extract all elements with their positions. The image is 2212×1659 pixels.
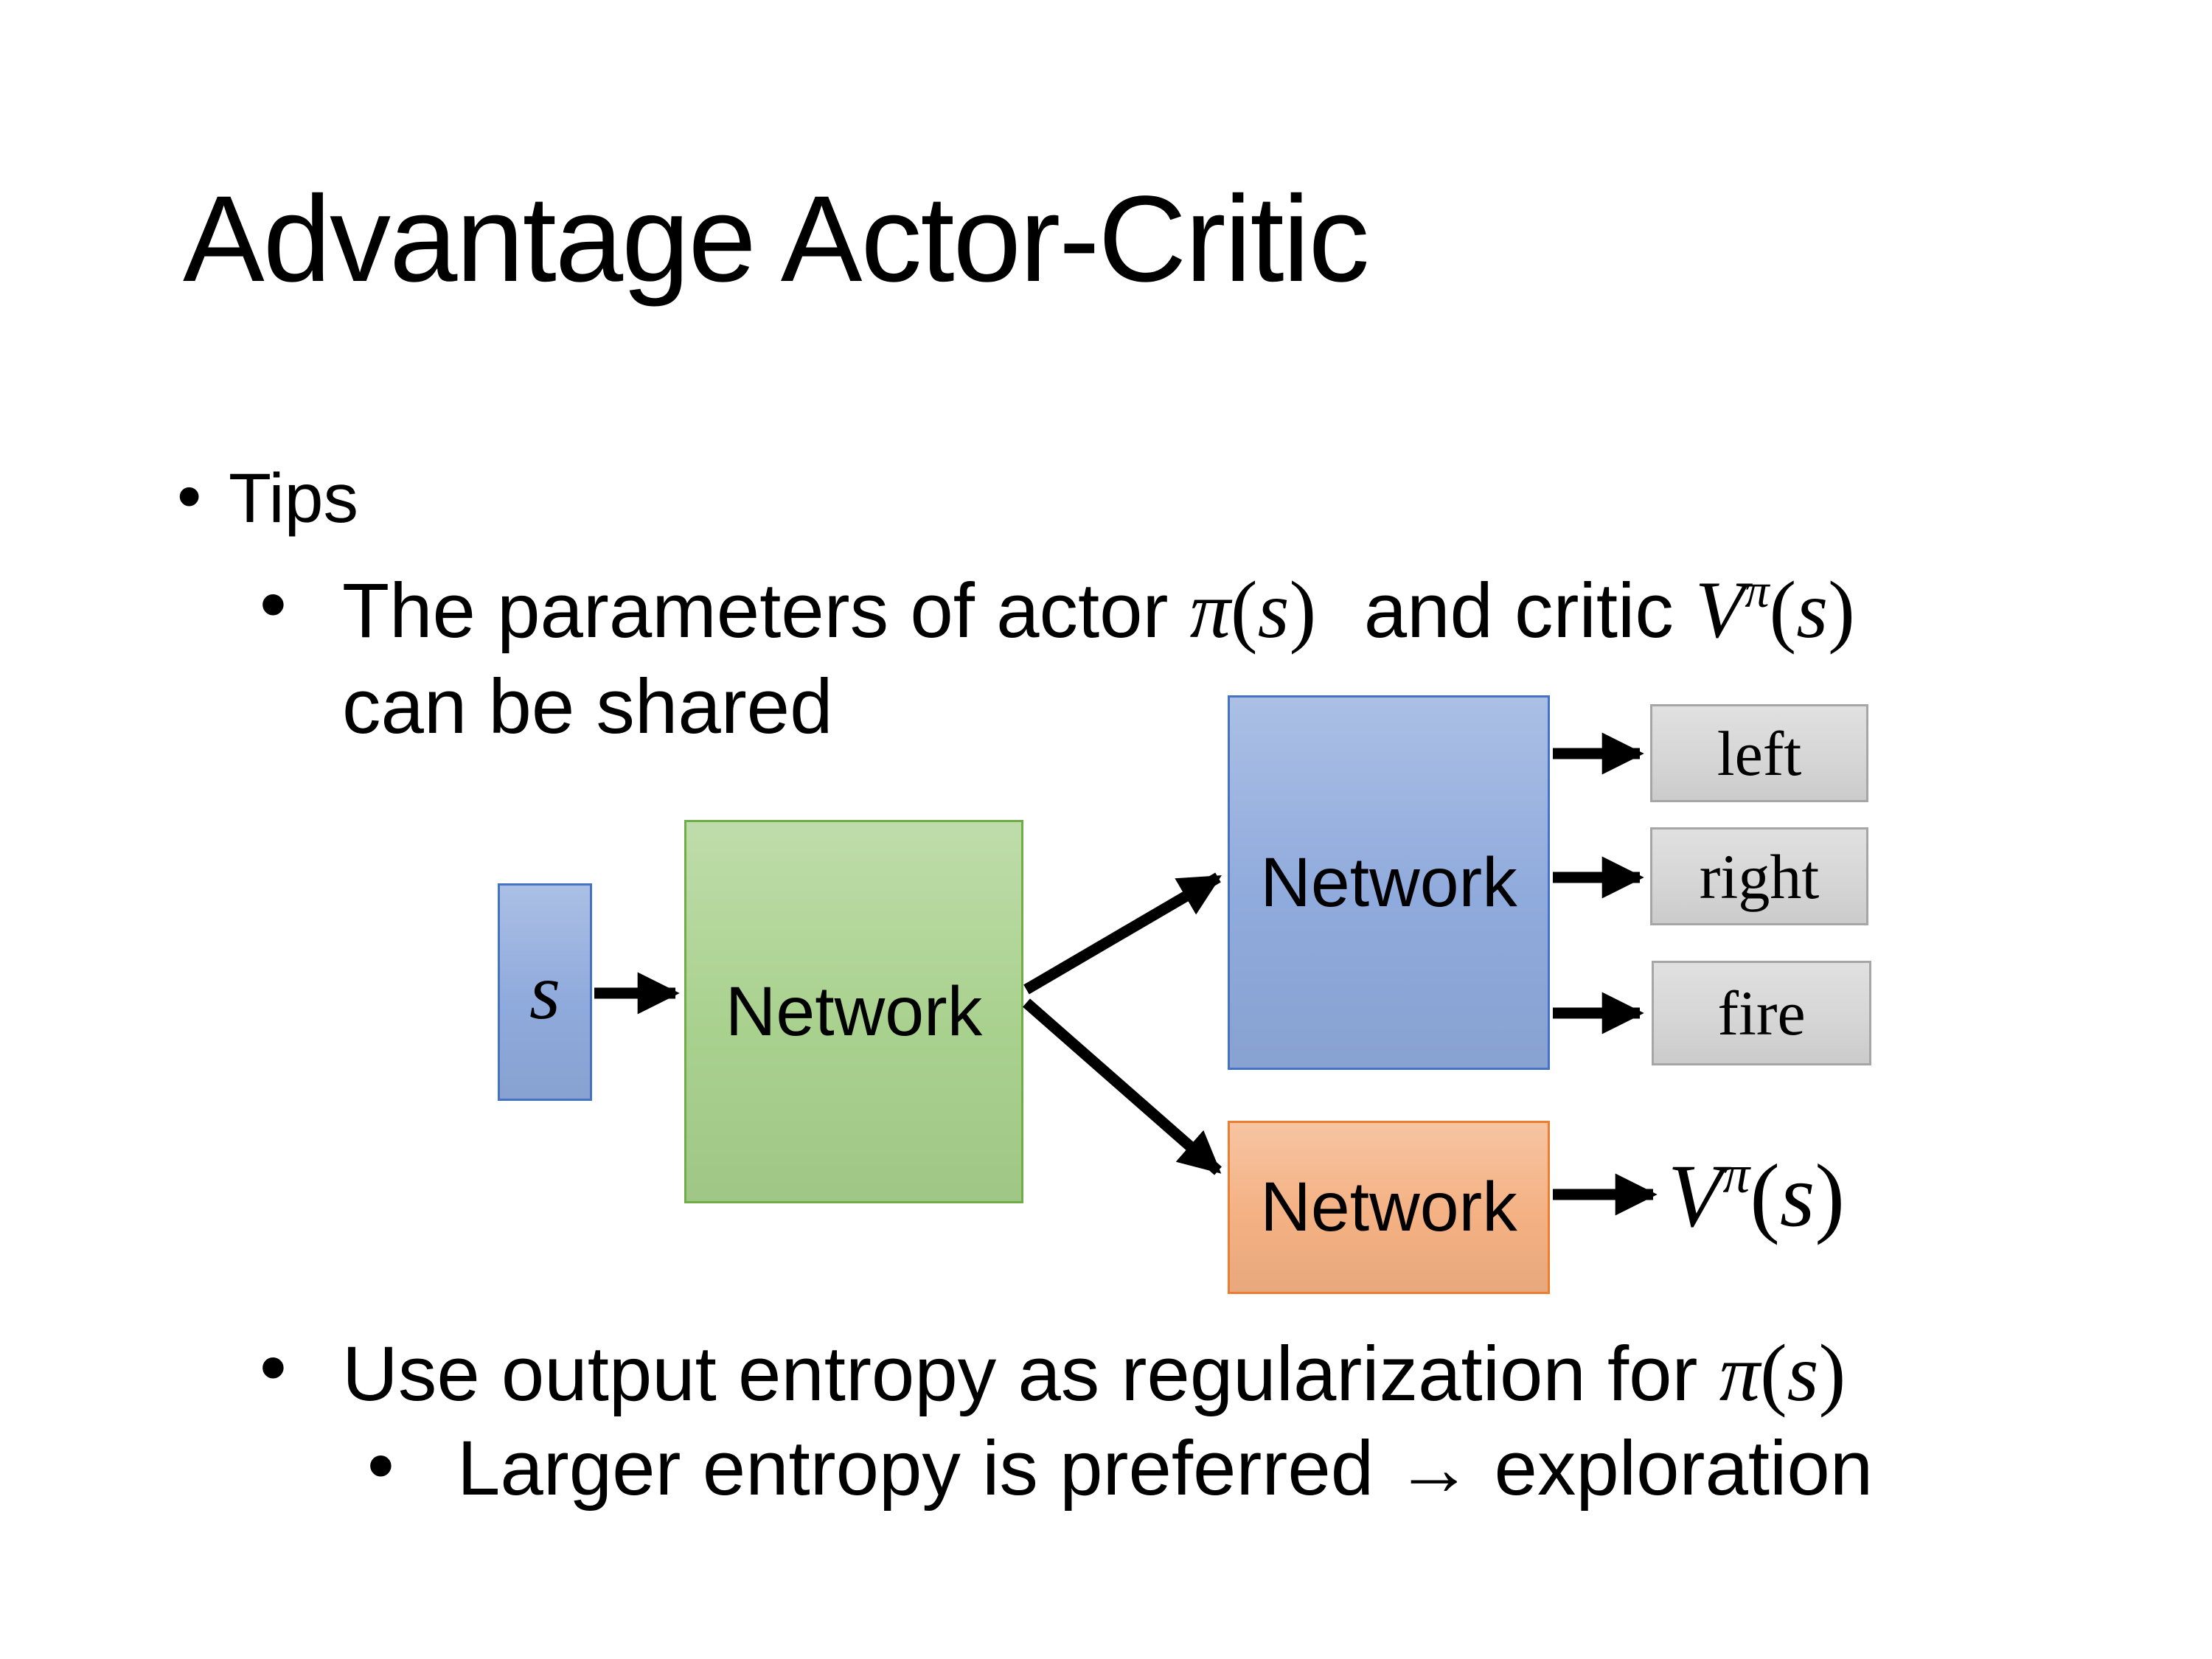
actor-network-label: Network bbox=[1260, 843, 1517, 922]
state-input-box: s bbox=[498, 883, 592, 1101]
action-right-label: right bbox=[1699, 841, 1820, 912]
larger-entropy-text: Larger entropy is preferred → exploratio… bbox=[457, 1425, 1874, 1512]
action-right-box: right bbox=[1650, 827, 1868, 925]
arrow-shared-to-actor bbox=[1023, 872, 1222, 995]
action-left-label: left bbox=[1717, 717, 1802, 789]
bullet-shared-parameters: • The parameters of actor π(s) and criti… bbox=[260, 560, 1855, 754]
bullet-larger-entropy: • Larger entropy is preferred → explorat… bbox=[367, 1422, 1873, 1516]
bullet-entropy-regularization: • Use output entropy as regularization f… bbox=[260, 1324, 1846, 1423]
action-left-box: left bbox=[1650, 704, 1868, 802]
arrow-shared-to-critic bbox=[1023, 998, 1222, 1175]
bullet-icon: • bbox=[260, 561, 287, 647]
bullet-icon: • bbox=[260, 1324, 287, 1411]
action-fire-box: fire bbox=[1652, 961, 1871, 1065]
shared-parameters-line1: The parameters of actor π(s) and critic … bbox=[342, 560, 1855, 660]
text-segment: Use output entropy as regularization for bbox=[342, 1331, 1719, 1417]
shared-parameters-line2: can be shared bbox=[342, 663, 833, 750]
math-pi-s: π(s) bbox=[1719, 1328, 1846, 1418]
bullet-icon: • bbox=[367, 1422, 394, 1509]
actor-network-box: Network bbox=[1228, 695, 1550, 1070]
critic-network-label: Network bbox=[1260, 1168, 1517, 1246]
page-title: Advantage Actor-Critic bbox=[183, 171, 1369, 307]
bullet-tips: • Tips bbox=[177, 456, 358, 542]
bullet-icon: • bbox=[177, 457, 202, 535]
text-segment: The parameters of actor bbox=[342, 568, 1190, 654]
math-pi-s: π(s) bbox=[1189, 565, 1317, 655]
critic-network-box: Network bbox=[1228, 1121, 1550, 1294]
action-fire-label: fire bbox=[1717, 978, 1806, 1048]
text-segment: and critic bbox=[1342, 568, 1696, 654]
value-output-label: Vπ(s) bbox=[1668, 1144, 1845, 1246]
tips-label: Tips bbox=[229, 459, 358, 538]
entropy-regularization-line: Use output entropy as regularization for… bbox=[342, 1324, 1846, 1423]
math-v-pi-s: Vπ(s) bbox=[1695, 564, 1855, 655]
shared-network-label: Network bbox=[725, 972, 983, 1051]
shared-network-box: Network bbox=[684, 820, 1023, 1203]
state-input-label: s bbox=[529, 947, 561, 1036]
